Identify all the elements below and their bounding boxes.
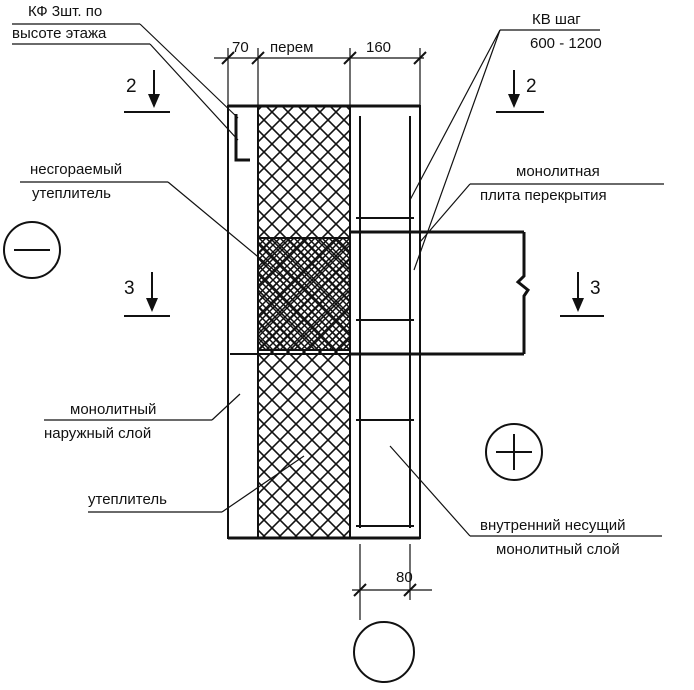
dim-70: 70 — [232, 39, 249, 56]
floor-slab — [230, 230, 531, 356]
section-2-left: 2 — [124, 70, 170, 113]
kf-connector — [234, 114, 250, 162]
svg-text:наружный слой: наружный слой — [44, 425, 151, 442]
dim-var: перем — [270, 39, 313, 56]
svg-text:утеплитель: утеплитель — [32, 185, 111, 202]
svg-text:600 - 1200: 600 - 1200 — [530, 35, 602, 52]
svg-text:монолитный слой: монолитный слой — [496, 541, 620, 558]
section-label-2-left: 2 — [126, 76, 137, 97]
outer-monolithic-layer — [227, 105, 259, 539]
section-label-3-right: 3 — [590, 278, 601, 299]
svg-text:внутренний несущий: внутренний несущий — [480, 517, 626, 534]
svg-text:КФ 3шт. по: КФ 3шт. по — [28, 3, 102, 20]
bottom-dimension: 80 — [352, 544, 432, 683]
kv-reinforcement — [356, 116, 414, 528]
section-label-3-left: 3 — [124, 278, 135, 299]
section-3-left: 3 — [124, 272, 170, 317]
label-kv: КВ шаг 600 - 1200 — [409, 11, 602, 271]
svg-text:монолитный: монолитный — [70, 401, 156, 418]
svg-text:КВ шаг: КВ шаг — [532, 11, 581, 28]
plus-inside-symbol — [485, 423, 543, 481]
section-3-right: 3 — [560, 272, 604, 317]
section-label-2-right: 2 — [526, 76, 537, 97]
svg-text:монолитная: монолитная — [516, 163, 600, 180]
top-dimensions: 70 перем 160 — [214, 39, 427, 106]
section-2-right: 2 — [496, 70, 544, 113]
label-slab: монолитная плита перекрытия — [419, 163, 664, 243]
minus-outside-symbol — [3, 221, 61, 279]
svg-text:утеплитель: утеплитель — [88, 491, 167, 508]
svg-text:несгораемый: несгораемый — [30, 161, 122, 178]
svg-text:высоте этажа: высоте этажа — [12, 25, 107, 42]
label-inner-layer: внутренний несущий монолитный слой — [389, 445, 662, 558]
label-noncombustible: несгораемый утеплитель — [20, 161, 299, 291]
label-kf: КФ 3шт. по высоте этажа — [12, 3, 239, 141]
label-outer-layer: монолитный наружный слой — [44, 393, 241, 442]
noncombustible-insulation-band — [257, 237, 351, 351]
dim-160: 160 — [366, 39, 391, 56]
label-insulation: утеплитель — [88, 455, 305, 513]
axis-bubble — [353, 621, 415, 683]
wall-layers — [227, 105, 421, 539]
svg-text:плита перекрытия: плита перекрытия — [480, 187, 607, 204]
dim-80: 80 — [396, 569, 413, 586]
